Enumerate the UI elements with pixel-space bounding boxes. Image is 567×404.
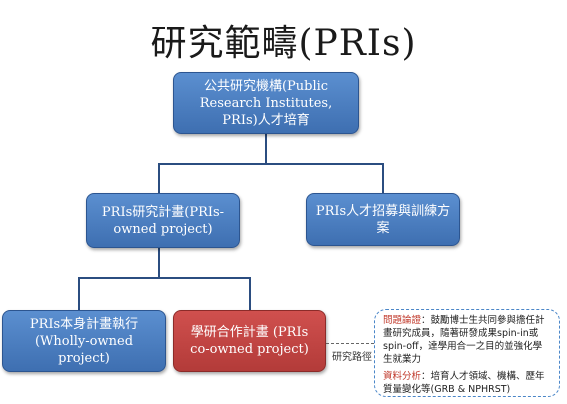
connector-pri-projects-down (158, 248, 160, 278)
research-path-connector (326, 343, 374, 344)
note-item1-text: ：鼓勵博士生共同參與擔任計畫研究成員，隨著研發成果spin-in或spin-of… (383, 315, 545, 365)
connector-root-down (265, 134, 267, 164)
node-talent: PRIs人才招募與訓練方案 (306, 193, 460, 246)
node-root: 公共研究機構(Public Research Institutes, PRIs)… (173, 72, 359, 134)
note-item2-text: ：培育人才領域、機構、歷年質量變化等(GRB & NPHRST) (383, 371, 545, 395)
note-item-argument: 問題論證：鼓勵博士生共同參與擔任計畫研究成員，隨著研發成果spin-in或spi… (383, 314, 551, 366)
node-wholly-owned: PRIs本身計畫執行(Wholly-owned project) (2, 310, 166, 372)
diagram-title: 研究範疇(PRIs) (150, 23, 417, 64)
connector-level1-bar (158, 163, 384, 165)
note-item-data-analysis: 資料分析：培育人才領域、機構、歷年質量變化等(GRB & NPHRST) (383, 370, 551, 396)
note-item1-heading: 問題論證 (383, 315, 422, 326)
connector-to-co-owned (249, 277, 251, 310)
note-box: 問題論證：鼓勵博士生共同參與擔任計畫研究成員，隨著研發成果spin-in或spi… (374, 309, 560, 397)
node-co-owned: 學研合作計畫 (PRIs co-owned project) (173, 310, 326, 372)
research-path-label: 研究路徑 (332, 352, 372, 363)
connector-to-wholly-owned (78, 277, 80, 310)
connector-to-pri-projects (158, 163, 160, 193)
node-pri-projects: PRIs研究計畫(PRIs-owned project) (86, 193, 240, 248)
connector-level2-bar (78, 277, 251, 279)
note-item2-heading: 資料分析 (383, 371, 422, 382)
connector-to-talent (382, 163, 384, 193)
